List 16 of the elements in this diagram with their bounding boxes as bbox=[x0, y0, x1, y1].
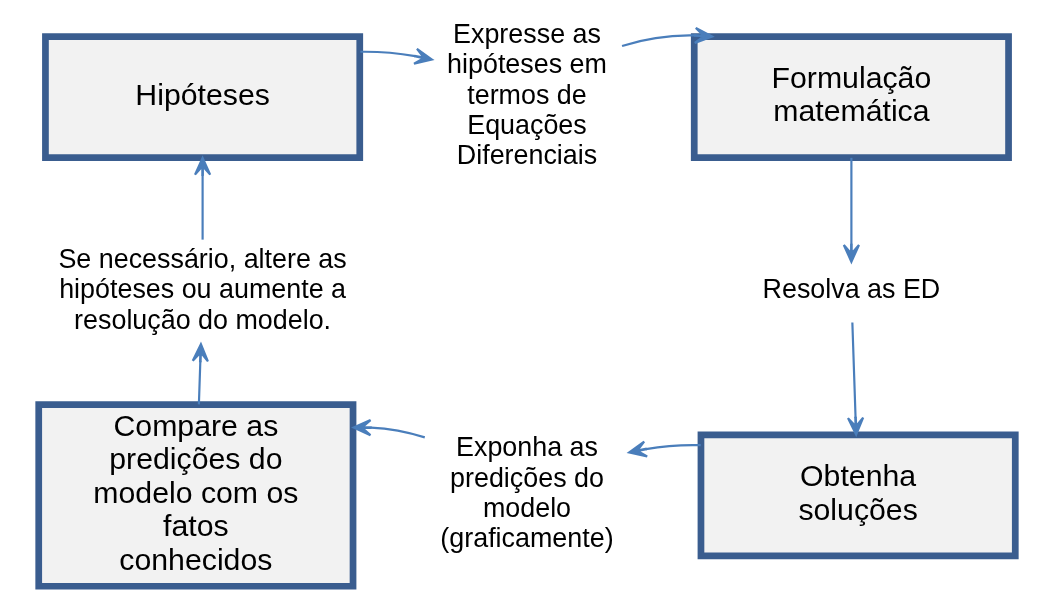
node-text: Exponha as predições do modelo (graficamente) bbox=[440, 432, 614, 554]
arrow bbox=[621, 26, 714, 47]
arrow bbox=[193, 156, 212, 240]
arrow bbox=[842, 157, 861, 263]
node-box: Obtenha soluções bbox=[697, 431, 1019, 560]
node-text: Expresse as hipóteses em termos de Equações Diferenciais bbox=[447, 19, 607, 171]
node-box: Formulação matemática bbox=[690, 33, 1012, 161]
node-box: Hipóteses bbox=[42, 33, 364, 161]
node-text: Se necessário, altere as hipóteses ou aumente a resolução do modelo. bbox=[58, 244, 347, 335]
node-box: Compare as predições do modelo com os fatos conhecidos bbox=[35, 401, 357, 590]
arrow bbox=[352, 418, 426, 439]
arrow bbox=[628, 440, 701, 458]
node-text: Resolva as ED bbox=[762, 274, 941, 305]
arrow bbox=[846, 322, 865, 436]
arrow bbox=[191, 343, 209, 405]
arrow bbox=[360, 47, 434, 65]
